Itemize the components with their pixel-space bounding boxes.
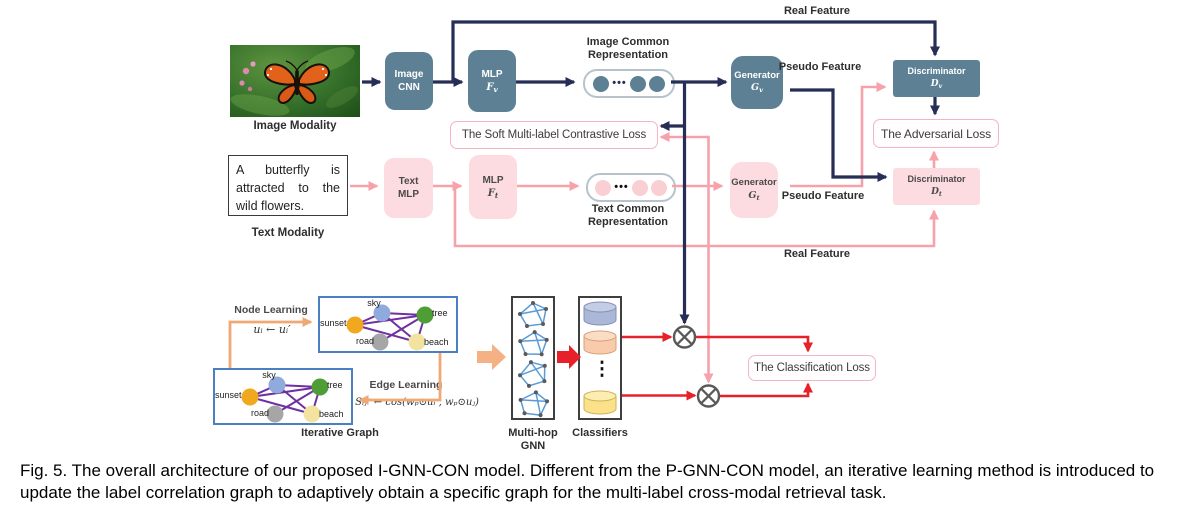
contrastive-loss-box: The Soft Multi-label Contrastive Loss xyxy=(450,121,658,149)
classification-loss-box: The Classification Loss xyxy=(748,355,876,381)
edge-learning-label: Edge Learning xyxy=(369,379,443,391)
feature-circle xyxy=(648,75,665,92)
ellipsis-dots: ••• xyxy=(614,181,629,193)
text-mlp-box: Text MLP xyxy=(384,158,433,218)
node-sky xyxy=(268,376,286,394)
text-common-representation-capsule: ••• xyxy=(586,173,676,202)
node-sunset xyxy=(241,388,259,406)
iterative-graph-label: Iterative Graph xyxy=(301,427,379,439)
node-tree xyxy=(311,378,329,396)
pseudo-feature-image-label: Pseudo Feature xyxy=(778,61,862,73)
discriminator-dv-box: Discriminator Dv xyxy=(893,60,980,97)
node-tree xyxy=(416,306,434,324)
feature-circle xyxy=(650,179,667,196)
node-road xyxy=(371,333,389,351)
text-sample-box: A butterfly is attracted to the wild flo… xyxy=(228,155,348,216)
ellipsis-dots: ••• xyxy=(612,77,627,89)
pseudo-feature-text-label: Pseudo Feature xyxy=(781,190,865,202)
classifiers-label: Classifiers xyxy=(572,427,628,439)
label-graph-icon xyxy=(346,304,434,351)
node-road xyxy=(266,405,284,423)
node-sunset xyxy=(346,316,364,334)
generator-gt-box: Generator Gt xyxy=(730,162,778,218)
image-modality-label: Image Modality xyxy=(253,120,337,132)
feature-circle xyxy=(593,75,610,92)
text-common-representation-label: Text Common Representation xyxy=(587,203,669,229)
butterfly-image xyxy=(230,45,360,117)
edge-learning-formula: Sᵢⱼᵖ ← cos(wₚ⊙uᵢ , wₚ⊙uⱼ) xyxy=(355,397,479,408)
multihop-gnn-label: Multi-hop GNN xyxy=(508,427,558,453)
classifier-cylinders-icon xyxy=(583,301,617,415)
butterfly-illustration-icon xyxy=(230,47,358,116)
node-beach xyxy=(408,333,426,351)
feature-circle xyxy=(629,75,646,92)
generator-gv-box: Generator Gv xyxy=(731,56,783,109)
iterative-graph-top-box: sunset sky tree road beach xyxy=(318,296,458,353)
feature-circle xyxy=(595,179,612,196)
image-common-representation-label: Image Common Representation xyxy=(586,36,670,62)
node-beach xyxy=(303,405,321,423)
tensor-product-icon xyxy=(696,384,721,408)
node-learning-formula: uᵢ ← uᵢ′ xyxy=(253,323,291,336)
figure-caption: Fig. 5. The overall architecture of our … xyxy=(20,461,1155,502)
node-learning-label: Node Learning xyxy=(234,304,308,316)
classifiers-box: ⋮ xyxy=(578,296,622,420)
label-graph-icon xyxy=(241,376,329,423)
vertical-ellipsis: ⋮ xyxy=(592,359,612,380)
mlp-ft-box: MLP Ft xyxy=(469,155,517,219)
discriminator-dt-box: Discriminator Dt xyxy=(893,168,980,205)
orange-block-arrow-icon xyxy=(477,344,506,370)
real-feature-image-label: Real Feature xyxy=(783,5,851,17)
mlp-fv-box: MLP Fv xyxy=(468,50,516,112)
feature-circle xyxy=(631,179,648,196)
gnn-graphs-icon xyxy=(514,300,552,418)
image-common-representation-capsule: ••• xyxy=(583,69,675,98)
multihop-gnn-box xyxy=(511,296,555,420)
text-modality-label: Text Modality xyxy=(251,227,325,239)
iterative-graph-bottom-box: sunset sky tree road beach xyxy=(213,368,353,425)
real-feature-text-label: Real Feature xyxy=(783,248,851,260)
node-sky xyxy=(373,304,391,322)
adversarial-loss-box: The Adversarial Loss xyxy=(873,119,999,148)
image-cnn-box: Image CNN xyxy=(385,52,433,110)
tensor-product-icon xyxy=(672,325,697,349)
